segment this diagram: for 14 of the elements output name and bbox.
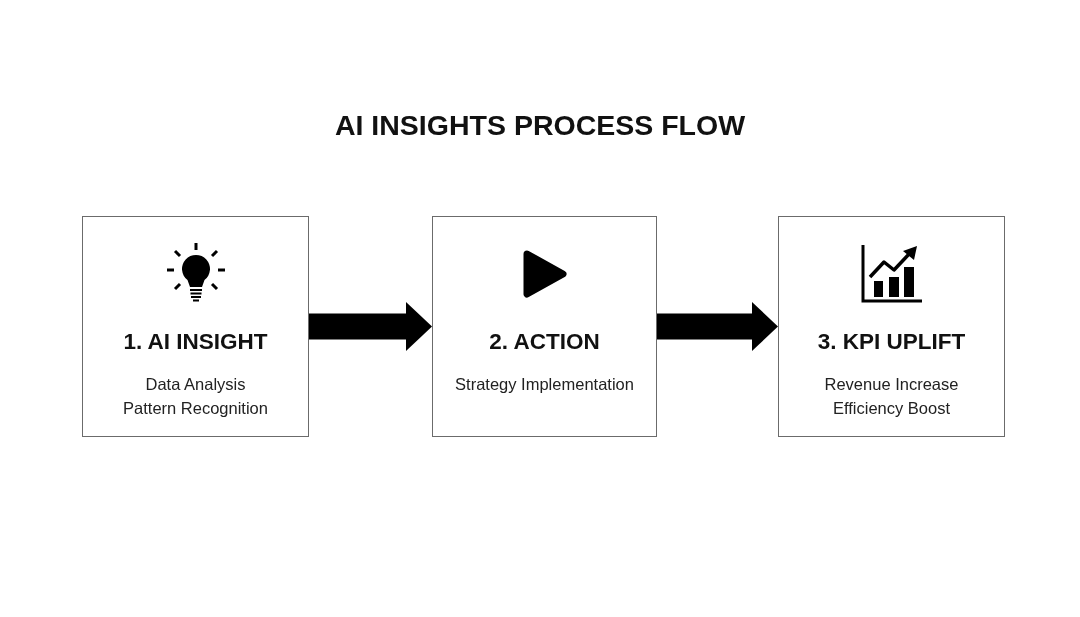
step-card — [82, 216, 309, 437]
step-title: 1. AI INSIGHT — [123, 329, 268, 355]
step-description: Revenue Increase — [824, 374, 959, 395]
step-card — [778, 216, 1005, 437]
step-title: 2. ACTION — [489, 329, 600, 355]
arrow — [657, 302, 778, 351]
step-card — [432, 216, 657, 437]
diagram-title: AI INSIGHTS PROCESS FLOW — [334, 108, 746, 143]
arrow — [309, 302, 432, 351]
step-description: Strategy Implementation — [455, 374, 634, 395]
step-description: Pattern Recognition — [123, 398, 268, 419]
step-description: Efficiency Boost — [832, 398, 951, 419]
step-title: 3. KPI UPLIFT — [817, 329, 966, 355]
step-description: Data Analysis — [145, 374, 246, 395]
